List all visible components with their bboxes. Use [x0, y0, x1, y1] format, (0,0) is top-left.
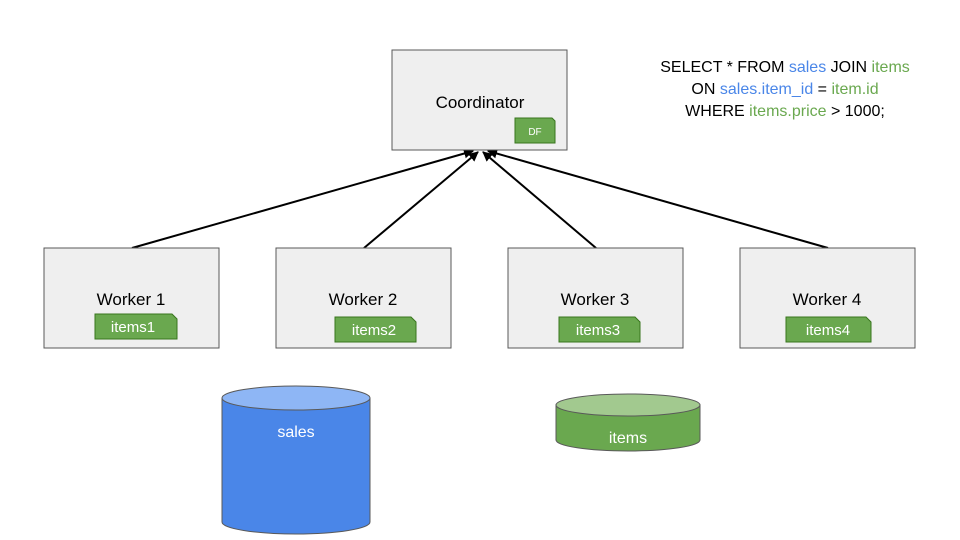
worker-tag-label: items1 [111, 319, 155, 336]
worker-tag-label: items2 [352, 322, 396, 339]
sql-column-sales-item-id: sales.item_id [719, 81, 814, 98]
sql-line-3: WHERE items.price > 1000; [600, 101, 960, 123]
worker-node-2: Worker 2 items2 [275, 247, 452, 349]
worker-tag: items3 [558, 316, 641, 343]
sql-table-sales: sales [788, 59, 827, 76]
sql-keyword: WHERE [685, 103, 750, 120]
sql-table-items: items [871, 59, 910, 76]
sql-line-1: SELECT * FROM sales JOIN items [600, 57, 960, 79]
arrow-worker2-to-coordinator [363, 151, 479, 249]
sales-table-cylinder: sales [221, 385, 371, 535]
worker-node-3: Worker 3 items3 [507, 247, 684, 349]
sql-keyword: JOIN [826, 59, 872, 76]
coordinator-df-label: DF [528, 127, 541, 138]
items-table-cylinder: items [555, 393, 701, 452]
worker-label: Worker 3 [561, 290, 630, 309]
worker-tag: items1 [94, 313, 178, 340]
worker-tag: items4 [785, 316, 872, 343]
sql-condition: > 1000; [826, 103, 885, 120]
worker-label: Worker 1 [97, 290, 166, 309]
worker-tag-label: items3 [576, 322, 620, 339]
coordinator-label: Coordinator [436, 93, 525, 112]
arrow-worker4-to-coordinator [487, 148, 829, 249]
worker-node-1: Worker 1 items1 [43, 247, 220, 349]
arrow-worker1-to-coordinator [131, 148, 474, 249]
worker-label: Worker 4 [793, 290, 862, 309]
sql-keyword: SELECT * FROM [660, 59, 789, 76]
sql-keyword: ON [691, 81, 720, 98]
sql-column-item-id: item.id [831, 81, 879, 98]
worker-node-4: Worker 4 items4 [739, 247, 916, 349]
sql-query: SELECT * FROM sales JOIN items ON sales.… [600, 57, 960, 123]
worker-tag-label: items4 [806, 322, 850, 339]
worker-tag: items2 [334, 316, 417, 343]
sql-line-2: ON sales.item_id = item.id [600, 79, 960, 101]
coordinator-node: Coordinator DF [391, 49, 568, 151]
arrow-worker3-to-coordinator [482, 151, 597, 249]
items-table-label: items [609, 430, 647, 447]
coordinator-df-tag: DF [514, 117, 556, 144]
worker-label: Worker 2 [329, 290, 398, 309]
sql-column-items-price: items.price [749, 103, 827, 120]
sales-table-label: sales [277, 424, 314, 441]
sql-operator: = [813, 81, 832, 98]
